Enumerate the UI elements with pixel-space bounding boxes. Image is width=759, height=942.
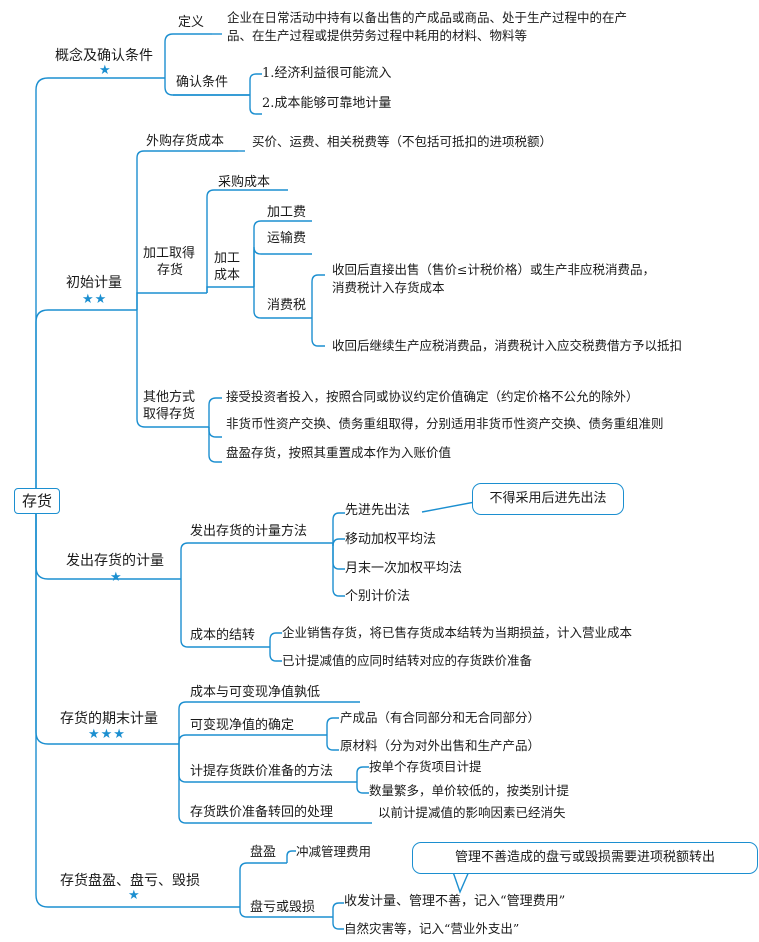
other-item-2: 非货币性资产交换、债务重组取得，分别适用非货币性资产交换、债务重组准则 [226, 416, 664, 431]
provision-label: 计提存货跌价准备的方法 [190, 764, 334, 779]
importance-stars: ★★★ [88, 727, 126, 742]
processing-fee: 加工费 [267, 205, 307, 220]
surplus-label: 盘盈 [250, 845, 277, 860]
definition-text-line2: 品、在生产过程或提供劳务过程中耗用的材料、物料等 [227, 28, 528, 43]
importance-stars: ★★ [82, 292, 108, 307]
importance-stars: ★ [110, 570, 123, 585]
importance-stars: ★ [128, 888, 141, 903]
branch-concept-title: 概念及确认条件 [55, 48, 153, 64]
recognition-item-1: 1.经济利益很可能流入 [262, 66, 392, 81]
other-label-line1: 其他方式 [143, 390, 196, 405]
branch-count-title: 存货盘盈、盘亏、毁损 [60, 873, 200, 889]
branch-period-end-title: 存货的期末计量 [60, 711, 158, 727]
method-moving-average: 移动加权平均法 [345, 532, 437, 547]
definition-text-line1: 企业在日常活动中持有以备出售的产成品或商品、处于生产过程中的在产 [227, 10, 628, 25]
nrv-item-1: 产成品（有合同部分和无合同部分） [340, 710, 541, 725]
method-monthly-average: 月末一次加权平均法 [345, 561, 463, 576]
importance-stars: ★ [99, 63, 112, 78]
reversal-label: 存货跌价准备转回的处理 [190, 805, 334, 820]
callout-tail-vat [451, 868, 471, 894]
purchase-text: 买价、运费、相关税费等（不包括可抵扣的进项税额） [252, 134, 553, 149]
callout-tail-fifo [421, 492, 476, 513]
method-specific: 个别计价法 [345, 589, 411, 604]
purchase-label: 外购存货成本 [146, 134, 225, 149]
recognition-item-2: 2.成本能够可靠地计量 [262, 96, 392, 111]
cost-label-line2: 成本 [214, 268, 241, 283]
carryover-label: 成本的结转 [190, 628, 256, 643]
procurement-cost: 采购成本 [218, 175, 271, 190]
lower-of-cost: 成本与可变现净值孰低 [190, 685, 321, 700]
other-item-1: 接受投资者投入，按照合同或协议约定价值确定（约定价格不公允的除外） [226, 389, 639, 404]
nrv-item-2: 原材料（分为对外出售和生产产品） [340, 738, 541, 753]
method-fifo: 先进先出法 [345, 503, 411, 518]
shortage-item-1: 收发计量、管理不善，记入“管理费用” [344, 894, 566, 909]
surplus-text: 冲减管理费用 [296, 844, 372, 859]
definition-label: 定义 [178, 15, 205, 30]
branch-initial-title: 初始计量 [66, 275, 122, 291]
provision-item-1: 按单个存货项目计提 [369, 759, 482, 774]
provision-item-2: 数量繁多，单价较低的，按类别计提 [369, 783, 570, 798]
recognition-label: 确认条件 [176, 75, 229, 90]
processing-label-line1: 加工取得 [143, 246, 196, 261]
branch-issue-title: 发出存货的计量 [66, 553, 164, 569]
callout-no-lifo: 不得采用后进先出法 [472, 483, 624, 515]
consumption-tax: 消费税 [267, 298, 307, 313]
nrv-label: 可变现净值的确定 [190, 718, 295, 733]
carryover-item-2: 已计提减值的应同时结转对应的存货跌价准备 [282, 653, 533, 668]
cost-label-line1: 加工 [214, 251, 241, 266]
freight: 运输费 [267, 231, 307, 246]
other-label-line2: 取得存货 [143, 407, 196, 422]
methods-label: 发出存货的计量方法 [190, 524, 308, 539]
processing-label-line2: 存货 [157, 263, 184, 278]
shortage-label: 盘亏或毁损 [250, 900, 316, 915]
callout-vat-transfer: 管理不善造成的盘亏或毁损需要进项税额转出 [412, 842, 758, 874]
carryover-item-1: 企业销售存货，将已售存货成本结转为当期损益，计入营业成本 [282, 625, 633, 640]
reversal-text: 以前计提减值的影响因素已经消失 [378, 805, 566, 820]
tax-case2: 收回后继续生产应税消费品，消费税计入应交税费借方予以抵扣 [332, 338, 683, 353]
root-node: 存货 [14, 488, 60, 514]
other-item-3: 盘盈存货，按照其重置成本作为入账价值 [226, 445, 452, 460]
tax-case1-line1: 收回后直接出售（售价≤计税价格）或生产非应税消费品， [332, 262, 655, 277]
shortage-item-2: 自然灾害等，记入“营业外支出” [344, 921, 520, 936]
tax-case1-line2: 消费税计入存货成本 [332, 280, 445, 295]
